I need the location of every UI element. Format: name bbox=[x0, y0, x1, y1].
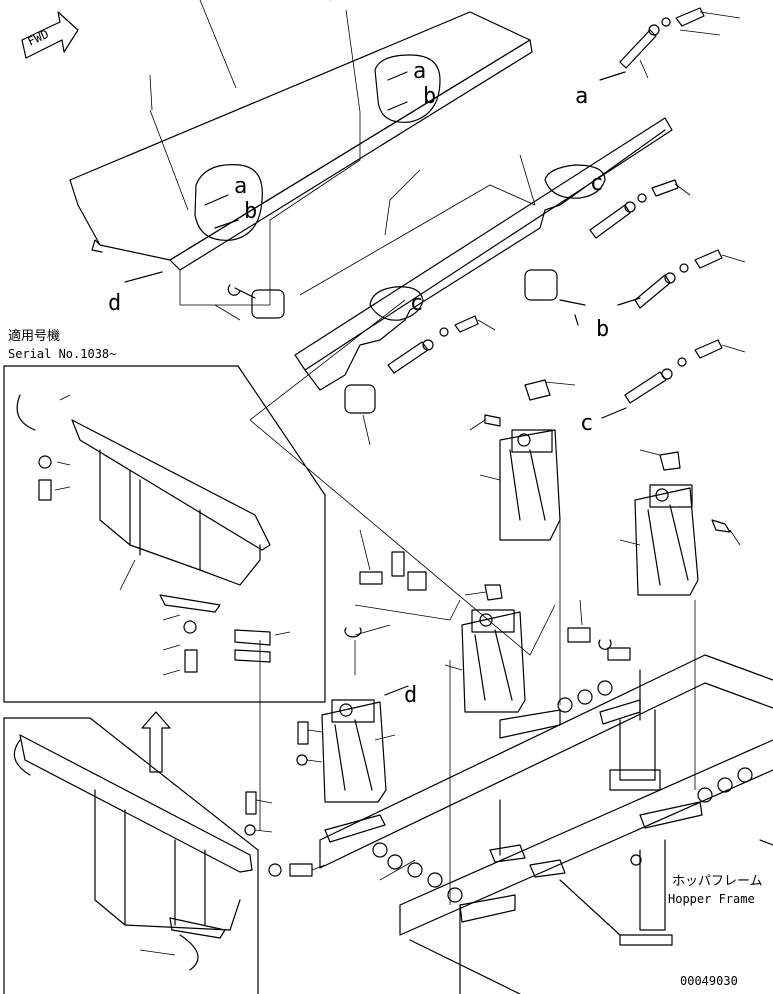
hopper-jp-label: ホッパフレーム bbox=[672, 874, 763, 889]
callout-b-left: b bbox=[244, 199, 257, 224]
hopper-frame bbox=[259, 520, 773, 994]
serial-en-label: Serial No.1038~ bbox=[8, 347, 116, 361]
up-arrow-icon bbox=[141, 711, 171, 773]
callout-c-lower: c bbox=[580, 411, 593, 436]
callout-d-lower: d bbox=[404, 683, 417, 708]
callout-a-upper: a bbox=[413, 59, 426, 84]
bracket-3 bbox=[444, 584, 526, 713]
inset-box-lower bbox=[3, 717, 259, 994]
loose-bolts: d bbox=[244, 529, 631, 877]
callout-c-top: c bbox=[590, 171, 603, 196]
fwd-label: FWD bbox=[25, 27, 51, 49]
callout-group-upper: a b a b d bbox=[108, 54, 441, 316]
callout-b-upper: b bbox=[423, 84, 436, 109]
callout-a-right: a bbox=[575, 84, 588, 109]
hopper-en-label: Hopper Frame bbox=[668, 892, 755, 906]
hinge-parts-upper bbox=[214, 284, 285, 321]
bracket-2 bbox=[619, 449, 741, 596]
bracket-1 bbox=[469, 379, 576, 541]
callout-a-left: a bbox=[234, 174, 247, 199]
middle-channel: c c bbox=[249, 117, 673, 656]
callout-c-middle: c bbox=[410, 291, 423, 316]
upper-cover bbox=[69, 0, 533, 306]
callout-d-upper: d bbox=[108, 291, 121, 316]
hardware-top-right: a bbox=[575, 7, 741, 109]
drawing-number: 00049030 bbox=[680, 974, 738, 988]
pins-middle: b c bbox=[344, 179, 746, 446]
callout-b-mid: b bbox=[596, 317, 609, 342]
fwd-arrow-icon: FWD bbox=[21, 11, 79, 59]
bracket-4 bbox=[321, 699, 396, 803]
inset-box-upper bbox=[3, 365, 326, 703]
serial-jp-label: 適用号機 bbox=[8, 328, 60, 344]
